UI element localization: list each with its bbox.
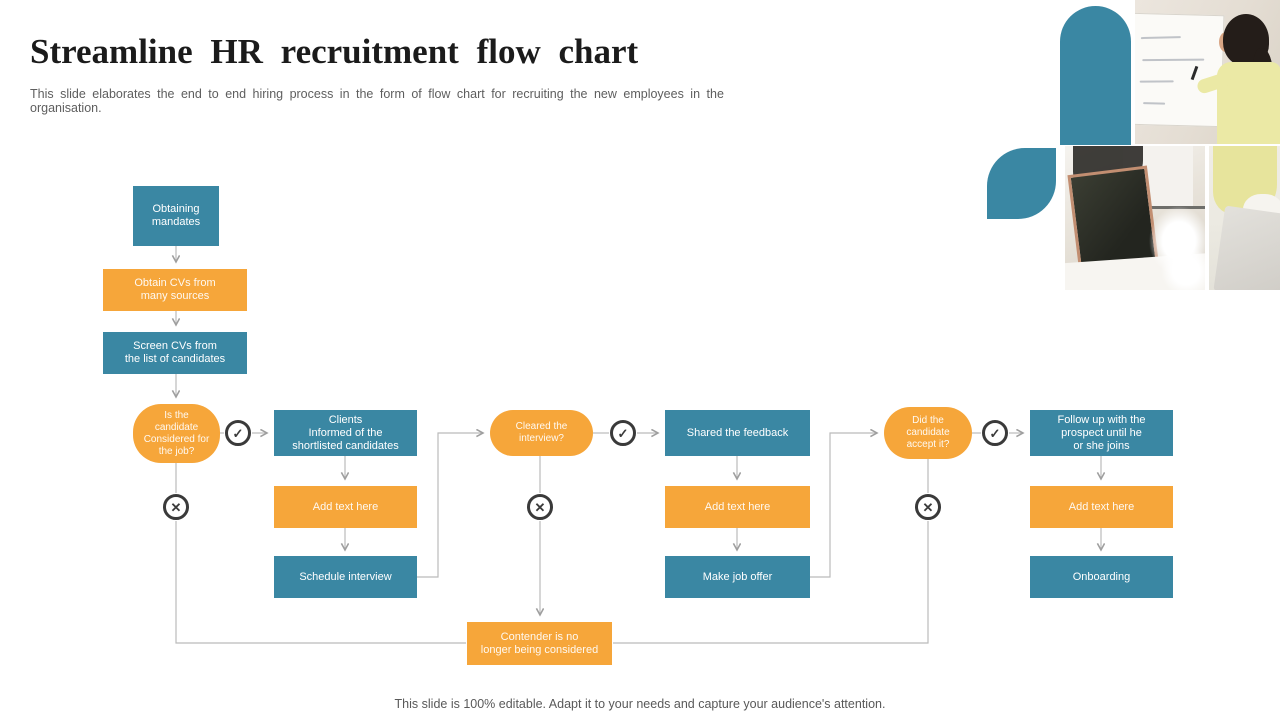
check-glyph: ✓ bbox=[617, 425, 629, 441]
check-glyph: ✓ bbox=[989, 425, 1001, 441]
flow-decision-candidate-accept: Did the candidate accept it? bbox=[884, 407, 972, 459]
photo-laptop-desk bbox=[1065, 146, 1205, 290]
check-circle-icon: ✓ bbox=[610, 420, 636, 446]
laptop-lid-shape bbox=[1213, 205, 1280, 290]
flow-node-follow-up: Follow up with the prospect until he or … bbox=[1030, 410, 1173, 456]
page-title: Streamline HR recruitment flow chart bbox=[30, 32, 639, 71]
whiteboard-shape bbox=[1135, 12, 1225, 128]
flow-decision-candidate-considered: Is the candidate Considered for the job? bbox=[133, 404, 220, 463]
flow-node-shared-feedback: Shared the feedback bbox=[665, 410, 810, 456]
slide-footer-note: This slide is 100% editable. Adapt it to… bbox=[394, 697, 886, 711]
flow-node-schedule-interview: Schedule interview bbox=[274, 556, 417, 598]
flow-node-add-text-1: Add text here bbox=[274, 486, 417, 528]
flow-node-obtain-cvs: Obtain CVs from many sources bbox=[103, 269, 247, 311]
flow-node-make-job-offer: Make job offer bbox=[665, 556, 810, 598]
x-glyph: ✕ bbox=[534, 499, 546, 515]
slide-subtitle: This slide elaborates the end to end hir… bbox=[30, 87, 724, 115]
flow-node-contender-rejected: Contender is no longer being considered bbox=[467, 622, 612, 665]
check-circle-icon: ✓ bbox=[982, 420, 1008, 446]
deco-arch-shape bbox=[1060, 6, 1131, 145]
flow-node-obtaining-mandates: Obtaining mandates bbox=[133, 186, 219, 246]
flow-node-add-text-2: Add text here bbox=[665, 486, 810, 528]
laptop-screen-shape bbox=[1067, 165, 1159, 271]
flow-node-clients-informed: Clients Informed of the shortlisted cand… bbox=[274, 410, 417, 456]
x-circle-icon: ✕ bbox=[163, 494, 189, 520]
deco-leaf-shape bbox=[987, 148, 1056, 219]
flow-decision-cleared-interview: Cleared the interview? bbox=[490, 410, 593, 456]
check-circle-icon: ✓ bbox=[225, 420, 251, 446]
flow-node-onboarding: Onboarding bbox=[1030, 556, 1173, 598]
check-glyph: ✓ bbox=[232, 425, 244, 441]
photo-presenter-desk bbox=[1209, 146, 1280, 290]
x-glyph: ✕ bbox=[170, 499, 182, 515]
flow-node-screen-cvs: Screen CVs from the list of candidates bbox=[103, 332, 247, 374]
x-circle-icon: ✕ bbox=[527, 494, 553, 520]
photo-presenter-whiteboard bbox=[1135, 0, 1280, 144]
x-glyph: ✕ bbox=[922, 499, 934, 515]
x-circle-icon: ✕ bbox=[915, 494, 941, 520]
flow-node-add-text-3: Add text here bbox=[1030, 486, 1173, 528]
